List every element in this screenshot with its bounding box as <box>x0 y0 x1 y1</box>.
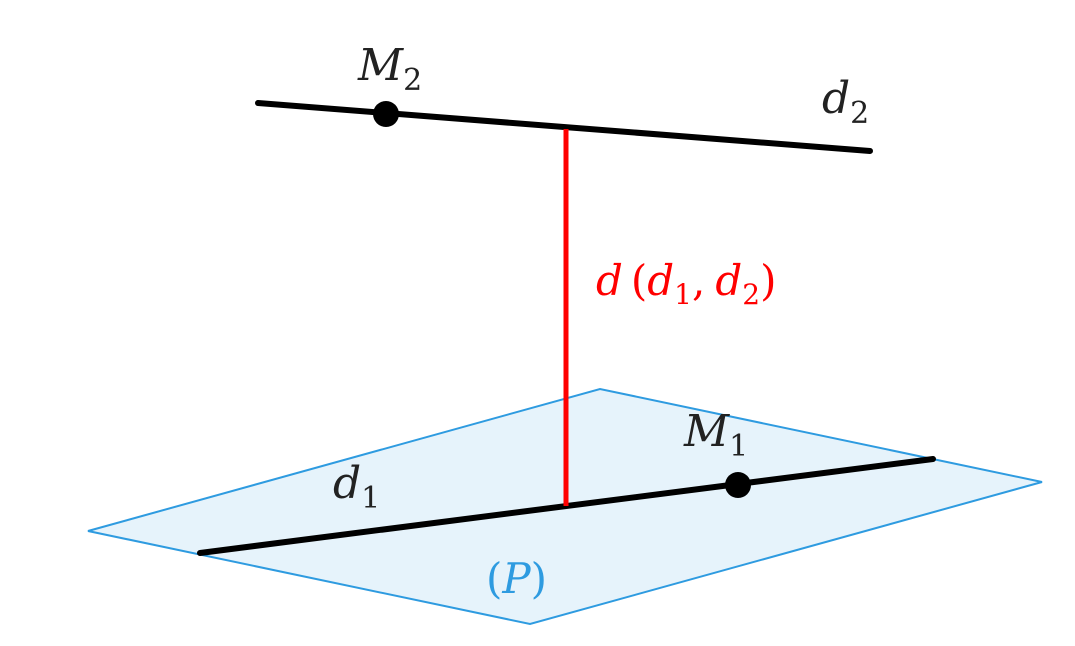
label-plane-name: P <box>501 554 531 603</box>
label-m1-sub: 1 <box>729 429 748 464</box>
label-m2-sub: 2 <box>403 63 422 98</box>
label-d2: d2 <box>822 73 869 131</box>
label-distance-close: ) <box>760 256 776 305</box>
label-d2-letter: d <box>822 73 850 124</box>
label-plane-open: ( <box>486 554 502 603</box>
label-d1-letter: d <box>333 458 361 509</box>
label-m1: M1 <box>683 406 748 464</box>
label-distance-open: ( <box>631 256 647 305</box>
label-distance-b-sub: 2 <box>742 278 760 311</box>
label-plane-close: ) <box>531 554 547 603</box>
label-distance-a-sub: 1 <box>674 278 692 311</box>
point-m2 <box>373 101 399 127</box>
label-d1: d1 <box>333 458 380 516</box>
label-d2-sub: 2 <box>850 96 869 131</box>
label-m2: M2 <box>357 40 422 98</box>
label-plane-p: (P) <box>486 554 547 603</box>
line-d2 <box>255 100 873 154</box>
label-distance-sep: , <box>692 256 705 305</box>
label-distance-b-letter: d <box>715 256 742 305</box>
label-distance-a-letter: d <box>647 256 674 305</box>
label-m1-letter: M <box>683 406 730 457</box>
point-m1 <box>725 472 751 498</box>
label-distance-func: d <box>596 256 623 305</box>
label-distance: d(d1,d2) <box>596 256 776 311</box>
label-d1-sub: 1 <box>361 481 380 516</box>
label-m2-letter: M <box>357 40 404 91</box>
